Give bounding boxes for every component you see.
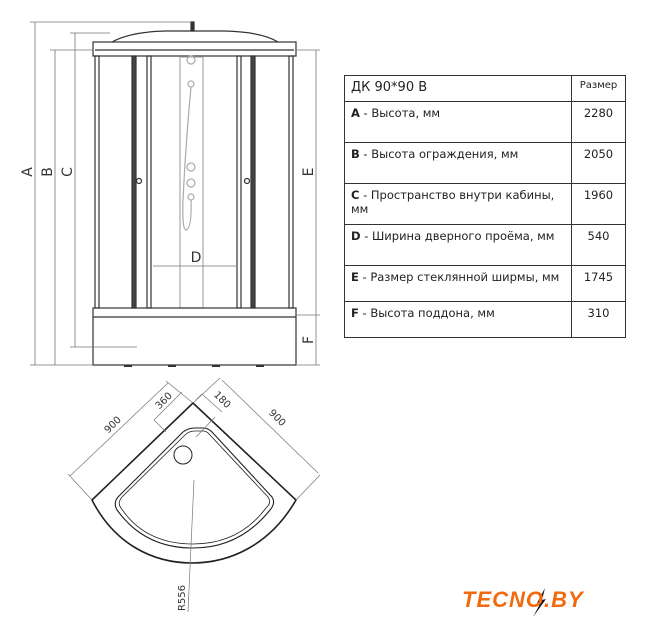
dim-label-e: E bbox=[301, 168, 317, 177]
shower-panel bbox=[179, 55, 204, 309]
right-post bbox=[288, 55, 294, 309]
row-label: - Пространство внутри кабины, мм bbox=[351, 188, 555, 216]
table-row: A - Высота, мм 2280 bbox=[344, 101, 626, 143]
dim-radius: R556 bbox=[177, 585, 188, 611]
value-header: Размер bbox=[571, 75, 626, 102]
logo-bolt-icon bbox=[533, 588, 546, 617]
front-view: A B C E F D bbox=[20, 21, 320, 367]
dim-label-a: A bbox=[20, 167, 36, 177]
row-label: - Высота поддона, мм bbox=[358, 306, 495, 320]
row-label: - Ширина дверного проёма, мм bbox=[360, 229, 555, 243]
row-value: 2280 bbox=[571, 101, 626, 143]
model-title: ДК 90*90 В bbox=[344, 75, 572, 102]
row-value: 2050 bbox=[571, 142, 626, 184]
dim-180: 180 bbox=[211, 390, 232, 411]
row-value: 540 bbox=[571, 224, 626, 266]
right-handle bbox=[243, 177, 251, 185]
table-header: ДК 90*90 В Размер bbox=[344, 75, 626, 102]
row-letter: A bbox=[351, 106, 360, 120]
spec-table: ДК 90*90 В Размер A - Высота, мм 2280 B … bbox=[344, 75, 626, 338]
row-label: - Высота, мм bbox=[359, 106, 441, 120]
row-letter: C bbox=[351, 188, 360, 202]
row-value: 310 bbox=[571, 301, 626, 338]
table-row: E - Размер стеклянной ширмы, мм 1745 bbox=[344, 265, 626, 302]
dim-label-f: F bbox=[301, 336, 317, 344]
row-letter: B bbox=[351, 147, 360, 161]
row-label: - Высота ограждения, мм bbox=[359, 147, 519, 161]
row-letter: E bbox=[351, 270, 359, 284]
dim-label-b: B bbox=[40, 167, 56, 177]
dim-label-c: C bbox=[60, 167, 76, 177]
dim-900-left: 900 bbox=[103, 415, 124, 436]
drain-icon bbox=[173, 445, 193, 465]
roof-dome bbox=[111, 30, 279, 43]
left-post bbox=[94, 55, 100, 309]
table-row: F - Высота поддона, мм 310 bbox=[344, 301, 626, 338]
table-row: D - Ширина дверного проёма, мм 540 bbox=[344, 224, 626, 266]
top-frame bbox=[92, 41, 297, 57]
row-letter: F bbox=[351, 306, 359, 320]
table-row: B - Высота ограждения, мм 2050 bbox=[344, 142, 626, 184]
roof-knob bbox=[190, 21, 195, 32]
tecno-by-logo: TECNO.BY bbox=[462, 587, 584, 612]
row-value: 1960 bbox=[571, 183, 626, 225]
tray-outline bbox=[91, 401, 298, 564]
table-row: C - Пространство внутри кабины, мм 1960 bbox=[344, 183, 626, 225]
left-handle bbox=[135, 177, 143, 185]
left-door-frame bbox=[131, 55, 137, 309]
right-door-frame bbox=[250, 55, 256, 309]
plan-view: 900 360 180 900 R556 bbox=[67, 377, 321, 613]
tray-base bbox=[92, 307, 297, 366]
row-letter: D bbox=[351, 229, 361, 243]
row-value: 1745 bbox=[571, 265, 626, 302]
dim-label-d: D bbox=[191, 250, 202, 266]
tray-inner bbox=[114, 427, 275, 549]
row-label: - Размер стеклянной ширмы, мм bbox=[358, 270, 560, 284]
